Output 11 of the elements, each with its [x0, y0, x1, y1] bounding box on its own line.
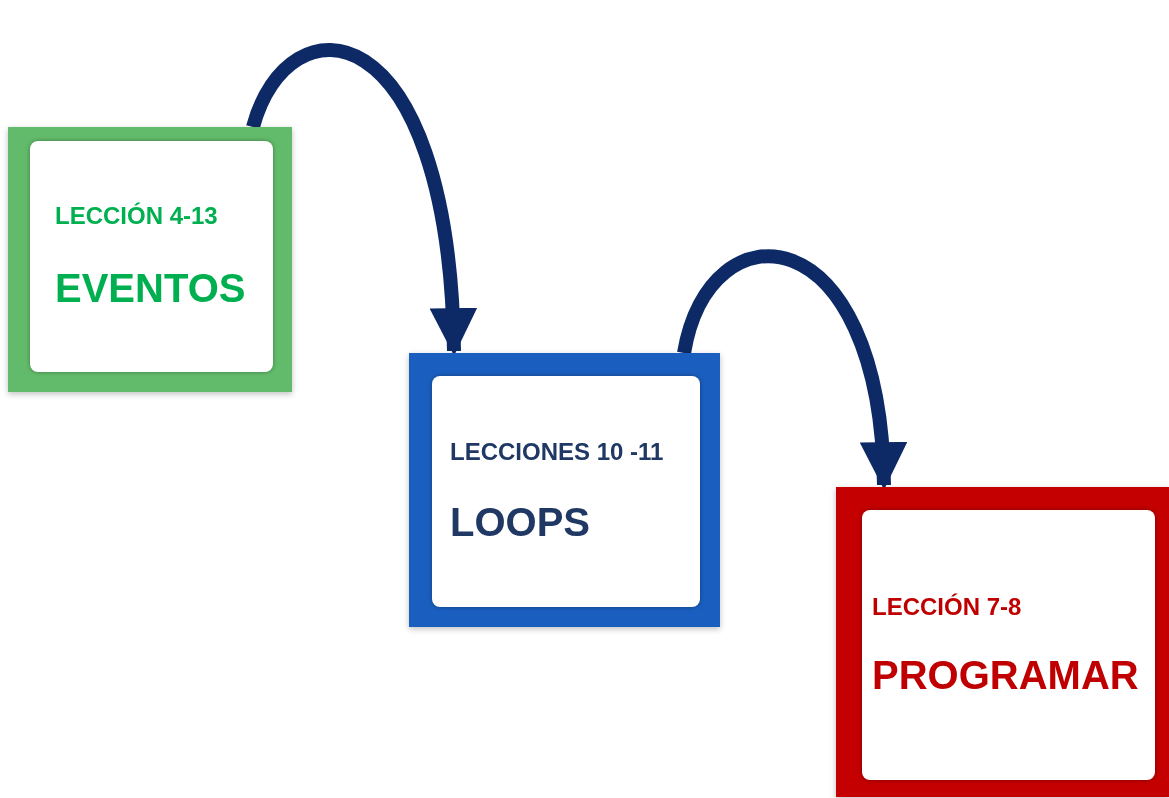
curved-arrow	[246, 43, 476, 356]
topic-title: LOOPS	[450, 500, 592, 545]
lesson-card	[836, 487, 1169, 797]
lesson-number: LECCIÓN 4-13	[55, 202, 219, 230]
lesson-card	[8, 127, 292, 392]
lesson-number: LECCIÓN 7-8	[872, 592, 1023, 621]
lesson-card	[409, 353, 720, 627]
curved-arrow	[677, 249, 905, 490]
lesson-number: LECCIONES 10 -11	[450, 438, 665, 466]
topic-title: EVENTOS	[55, 266, 247, 311]
topic-title: PROGRAMAR	[872, 652, 1140, 698]
